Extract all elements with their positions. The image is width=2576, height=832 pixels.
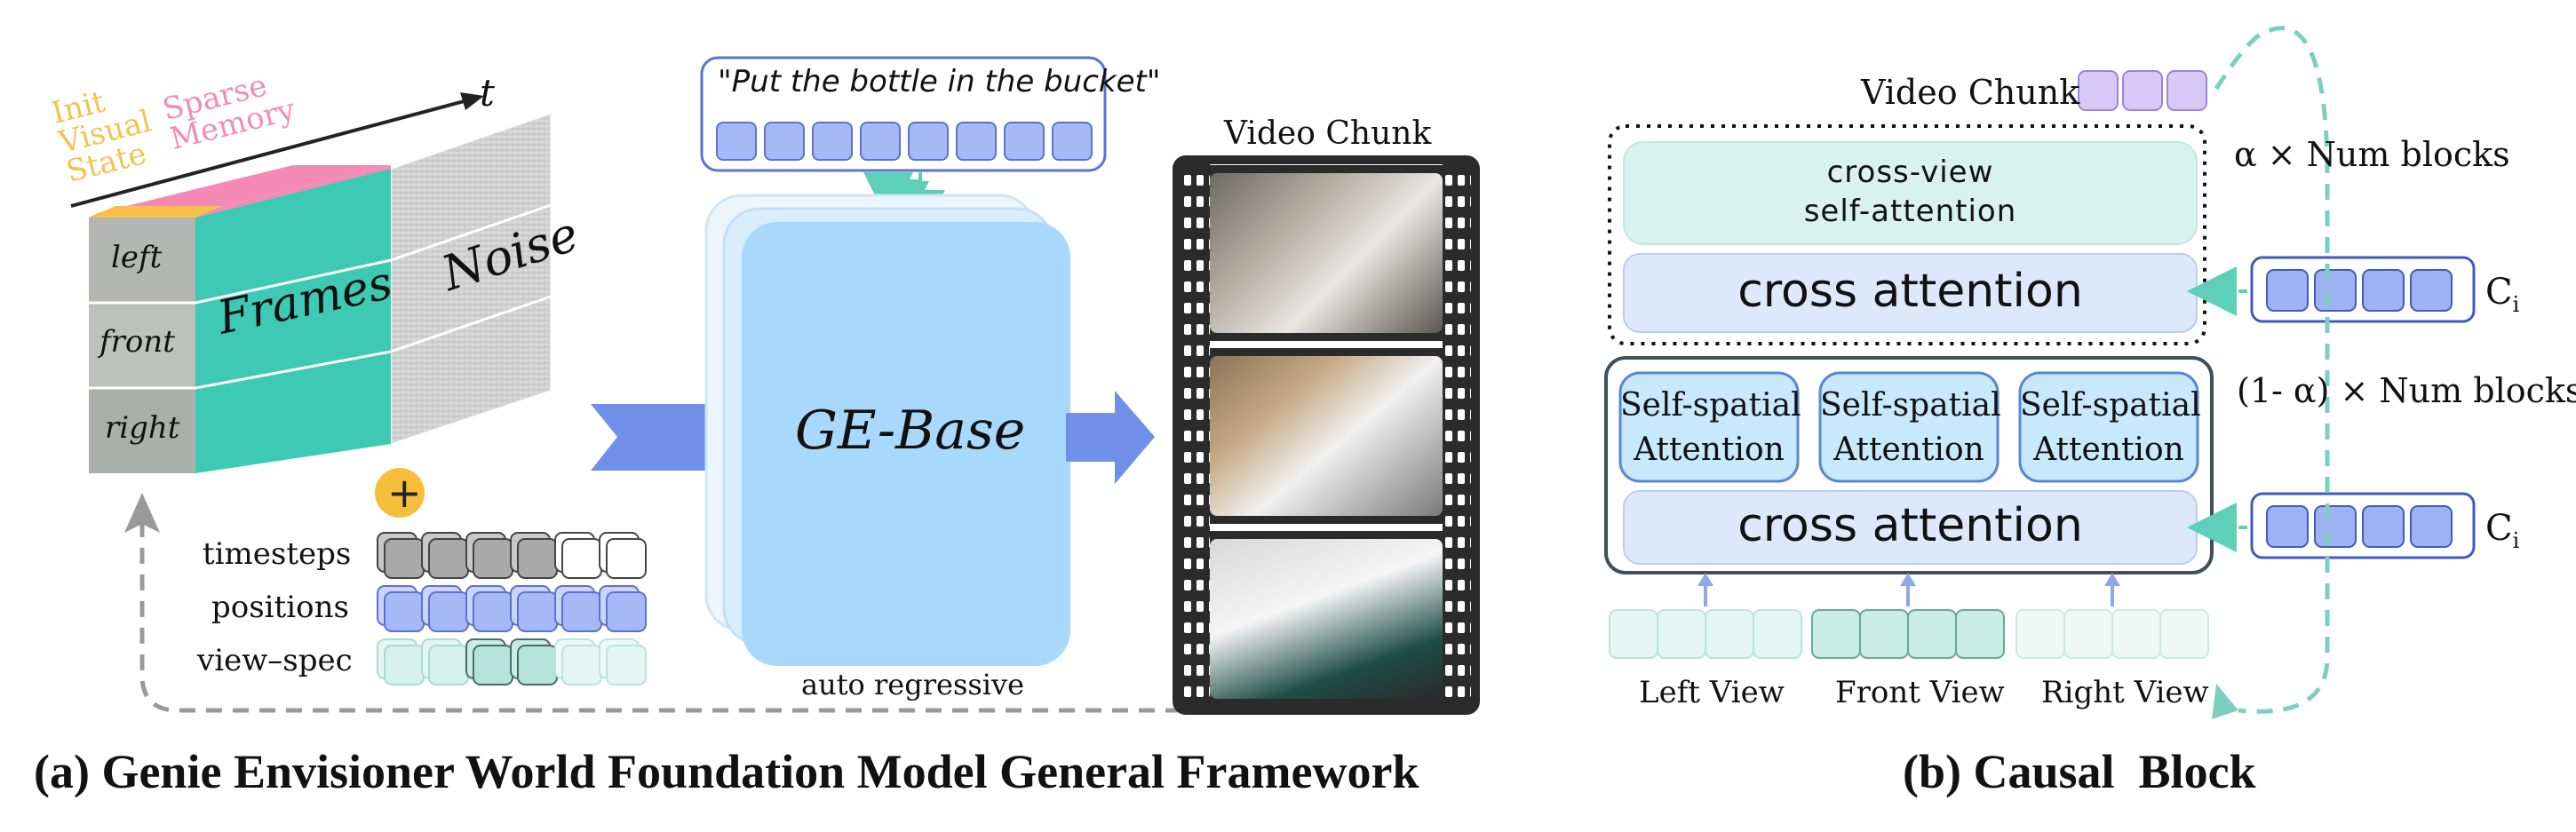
time-axis [70, 98, 472, 208]
video-frame-2 [1210, 356, 1443, 516]
video-chunk-label-a: Video Chunk [1224, 115, 1432, 152]
noise-side-face [391, 114, 551, 444]
frames-face [195, 169, 391, 473]
front-view-tokens [1811, 609, 2005, 659]
time-axis-label: t [480, 71, 495, 115]
sparse-memory-strip [98, 165, 391, 213]
timesteps-label: timesteps [203, 536, 352, 572]
right-view-thumb [89, 388, 195, 473]
plus-circle [375, 468, 425, 518]
self-spatial-box-2 [1818, 371, 2000, 483]
prompt-tokens [716, 122, 1093, 161]
video-chunk-tokens [2078, 70, 2207, 111]
view-label-left: left [111, 240, 163, 275]
front-view-label: Front View [1835, 675, 2005, 710]
self-spatial-box-1 [1618, 371, 1800, 483]
condition-label-top: Ci [2485, 272, 2520, 317]
video-frame-1 [1210, 173, 1443, 333]
self-spatial-label-3: Self-spatial Attention [2020, 387, 2201, 468]
model-card-front [742, 222, 1070, 666]
caption-b: (b) Causal Block [1903, 745, 2256, 798]
alpha-label: α × Num blocks [2234, 135, 2510, 174]
output-arrow [1066, 391, 1155, 484]
view-label-right: right [105, 410, 180, 446]
left-view-label: Left View [1639, 675, 1785, 710]
video-chunk-label-b: Video Chunk [1861, 73, 2080, 112]
front-view-thumb [89, 303, 195, 388]
view-label-front: front [99, 324, 175, 360]
video-frame-3 [1210, 539, 1443, 699]
prompt-text: "Put the bottle in the bucket" [718, 64, 1161, 99]
cross-view-attention-box [1623, 141, 2198, 245]
view-spec-label: view–spec [197, 643, 353, 678]
input-arrow [591, 382, 737, 493]
timesteps-tokens [377, 532, 647, 579]
one-minus-alpha-label: (1- α) × Num blocks [2237, 371, 2576, 410]
cross-attention-label-top: cross attention [1737, 265, 2083, 318]
view-spec-tokens [377, 638, 647, 685]
self-spatial-label-2: Self-spatial Attention [1820, 387, 2001, 468]
right-view-label: Right View [2041, 675, 2209, 710]
model-caption: auto regressive [801, 668, 1025, 701]
one-minus-alpha-block [1604, 356, 2214, 574]
positions-tokens [377, 585, 647, 632]
model-label: GE-Base [795, 400, 1026, 462]
caption-a: (a) Genie Envisioner World Foundation Mo… [34, 745, 1419, 798]
left-view-thumb [89, 218, 195, 303]
positions-label: positions [211, 590, 349, 625]
left-view-tokens [1609, 609, 1802, 659]
right-view-tokens [2015, 609, 2209, 659]
self-spatial-box-3 [2018, 371, 2199, 483]
cross-attention-label-bottom: cross attention [1737, 499, 2083, 552]
self-spatial-label-1: Self-spatial Attention [1620, 387, 1801, 468]
cross-view-label: cross-view self-attention [1803, 155, 2017, 229]
plus-symbol: + [387, 469, 422, 517]
condition-label-bottom: Ci [2485, 508, 2520, 553]
autoregressive-loop-arrow [2214, 26, 2330, 714]
init-state-strip [89, 206, 222, 218]
